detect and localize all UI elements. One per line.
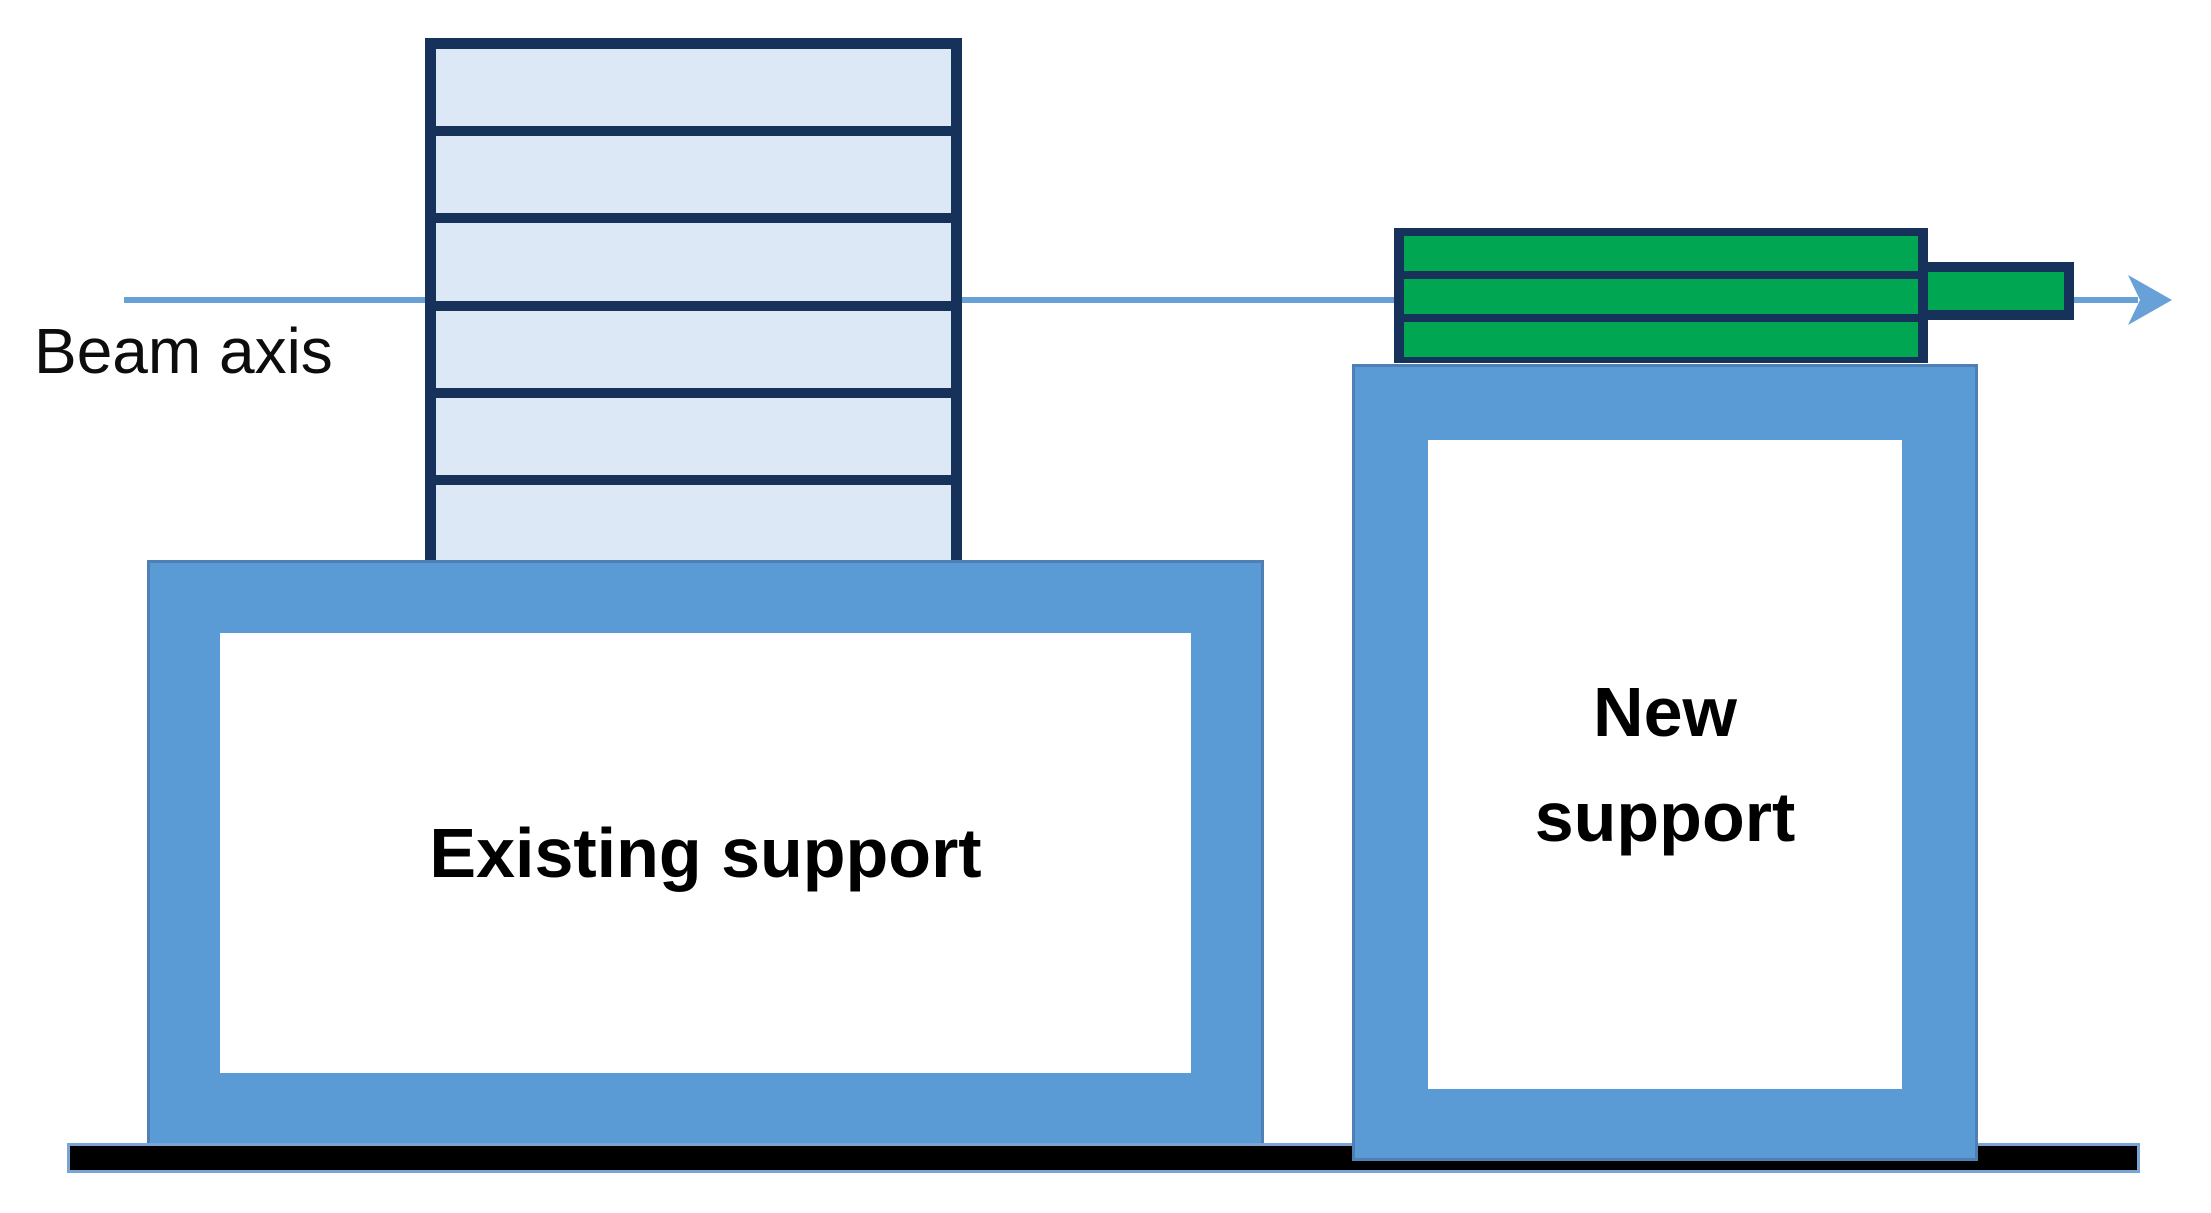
new-support-opening: New support (1428, 440, 1902, 1089)
stack-segment (436, 49, 951, 127)
stack-segment (436, 223, 951, 301)
existing-support: Existing support (147, 560, 1264, 1146)
green-bar (1404, 322, 1918, 357)
beam-axis-label: Beam axis (34, 315, 333, 387)
stack-segment (436, 484, 951, 563)
stack-segment (436, 397, 951, 475)
detector-stack (425, 38, 962, 563)
existing-support-label: Existing support (429, 813, 982, 892)
green-detector-box (1394, 228, 1928, 363)
green-bar (1404, 236, 1918, 271)
existing-support-opening: Existing support (220, 633, 1191, 1073)
green-bar (1404, 279, 1918, 314)
new-support: New support (1352, 364, 1978, 1161)
beam-arrowhead-icon (2128, 275, 2172, 325)
new-support-label: New support (1534, 672, 1796, 856)
stack-segment (436, 136, 951, 214)
stack-segment (436, 310, 951, 388)
